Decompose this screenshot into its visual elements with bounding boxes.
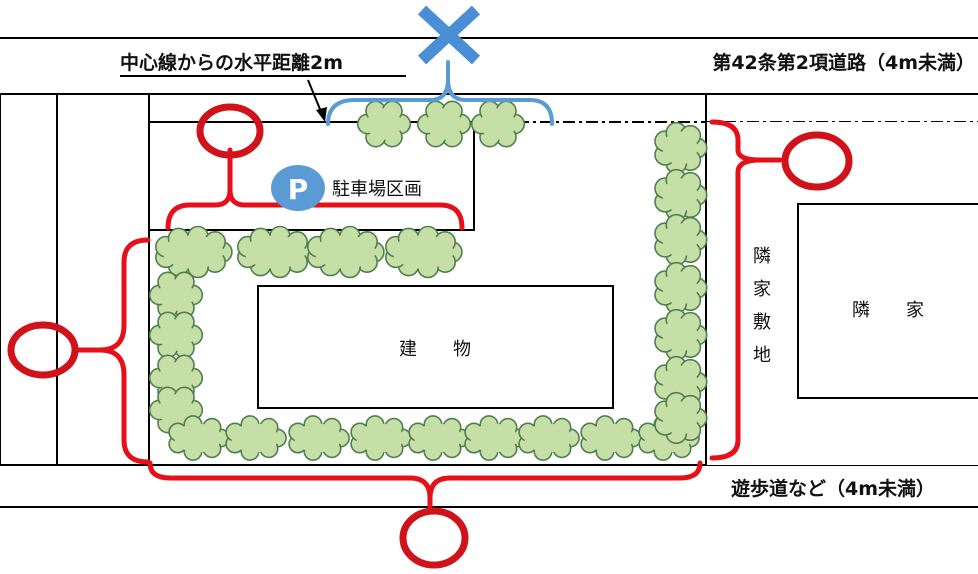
distance-note: 中心線からの水平距離2m (120, 51, 343, 74)
shrub-icon (356, 100, 412, 148)
distance-arrow-line (307, 79, 323, 115)
neighbor-lot-char: 隣 (753, 246, 771, 267)
red-braces (72, 119, 783, 515)
building (257, 285, 614, 409)
neighbor-lot-char: 敷 (753, 312, 771, 333)
left-brace (97, 237, 151, 465)
shrub-icon (654, 355, 708, 409)
ok-circle-icon-left (7, 321, 79, 379)
shrub-icon (654, 213, 708, 267)
shrub-icon (168, 415, 230, 461)
shrub-icon (654, 391, 708, 445)
distance-arrow-head-icon (316, 107, 327, 122)
right-brace (709, 119, 763, 461)
shrub-icon (464, 415, 526, 461)
shrub-icon (350, 415, 412, 461)
shrub-icon (416, 100, 472, 148)
shrub-icon (225, 415, 287, 461)
shrub-icon (654, 121, 708, 175)
ok-circle-icon-right (781, 131, 853, 191)
parking-brace (165, 169, 465, 231)
shrub-icon (470, 100, 526, 148)
parking-area-box (148, 121, 475, 231)
shrub-icon (236, 225, 315, 279)
neighbor-lot-char: 地 (753, 345, 771, 366)
main-lot (148, 93, 707, 466)
ng-cross-icon (417, 5, 481, 65)
ok-circle-icon-bottom (399, 507, 469, 569)
parking-badge-icon (271, 165, 325, 211)
shrub-icon (408, 415, 470, 461)
left-neighbor-lot (0, 93, 58, 466)
building-label: 建 物 (399, 339, 471, 360)
neighbor-house (797, 203, 978, 399)
ok-markers (7, 103, 853, 569)
parking-area-label: 駐車場区画 (332, 179, 422, 200)
ok-circle-icon-parking (196, 103, 264, 159)
shrub-icon (580, 415, 642, 461)
shrub-icon (518, 415, 580, 461)
shrub-icon (384, 225, 463, 279)
shrub-hedge (148, 100, 708, 461)
neighbor-lot-label: 隣 家 敷 地 (753, 246, 771, 366)
shrub-icon (154, 225, 233, 279)
shrub-icon (654, 261, 708, 315)
road-top-label: 第42条第2項道路（4m未満） (712, 51, 975, 74)
shrub-icon (148, 354, 204, 402)
blue-brace (326, 60, 554, 126)
road-bottom-label: 遊歩道など（4m未満） (731, 477, 935, 500)
shrub-icon (654, 308, 708, 362)
shrub-icon (306, 225, 385, 279)
neighbor-house-label: 隣 家 (852, 300, 924, 321)
bottom-brace (147, 460, 703, 501)
shrub-icon (288, 415, 350, 461)
shrub-icon (148, 311, 204, 359)
parking-symbol: P (288, 173, 309, 206)
neighbor-lot-char: 家 (753, 279, 771, 300)
